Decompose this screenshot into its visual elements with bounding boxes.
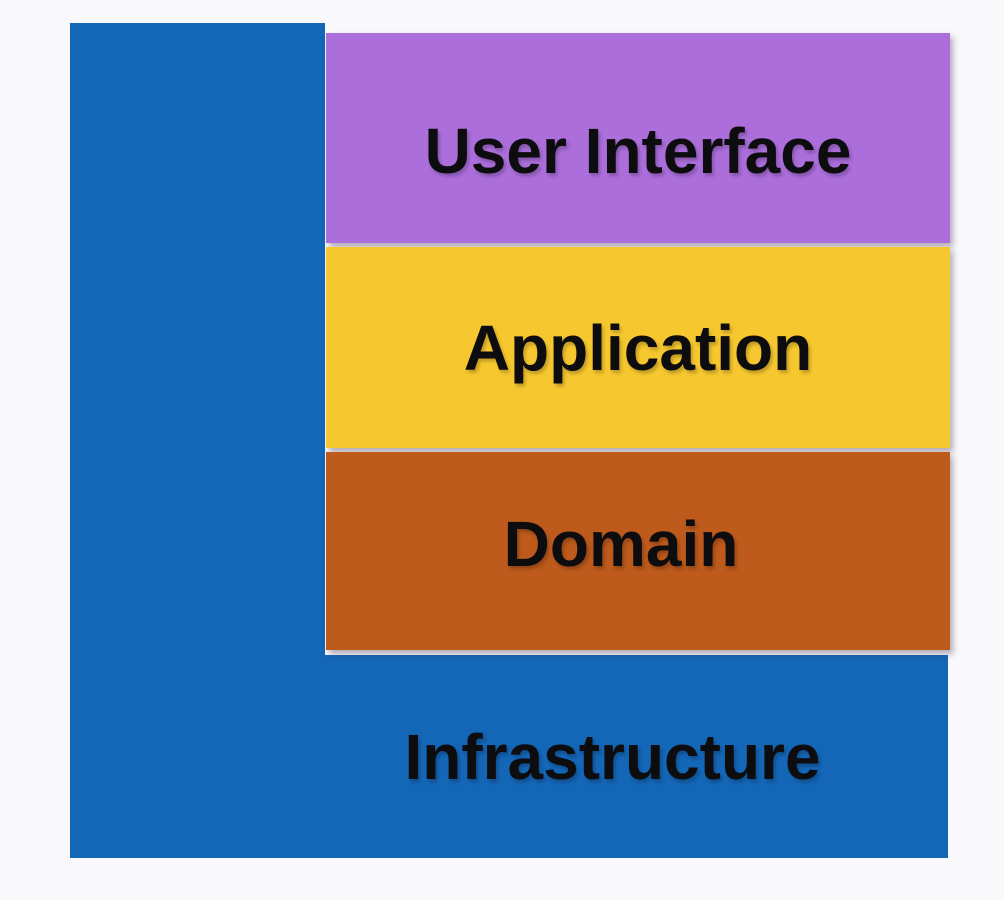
domain-layer: Domain xyxy=(326,452,950,650)
infrastructure-layer-label: Infrastructure xyxy=(404,720,821,793)
domain-layer-label: Domain xyxy=(503,508,739,580)
application-layer-label: Application xyxy=(463,311,813,384)
user-interface-layer: User Interface xyxy=(326,33,950,243)
user-interface-layer-label: User Interface xyxy=(424,115,852,187)
application-layer: Application xyxy=(326,247,950,448)
infrastructure-label-zone: Infrastructure xyxy=(325,655,948,858)
